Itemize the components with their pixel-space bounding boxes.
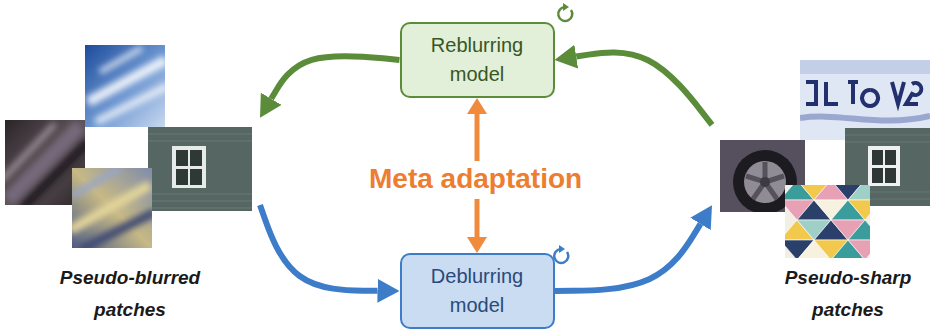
sign-marks — [806, 82, 921, 106]
window-pane — [885, 150, 896, 165]
patch-group: Pseudo-sharp patches — [712, 55, 934, 328]
triangle-pattern — [785, 185, 870, 258]
flow-arrow — [555, 224, 701, 291]
siding — [845, 135, 930, 199]
streak — [80, 212, 152, 248]
spokes — [746, 162, 784, 199]
window-pane — [190, 169, 202, 185]
model-box: Deblurring model — [400, 253, 555, 329]
node-text: Reblurring model — [418, 31, 536, 89]
house-patch — [845, 128, 930, 206]
loop-head — [563, 3, 569, 11]
window-pane — [190, 150, 202, 166]
blurred-patch — [72, 168, 152, 248]
window-frame — [172, 146, 206, 188]
model-box: Reblurring model — [400, 22, 555, 98]
patch-group: Pseudo-blurred patches — [0, 40, 260, 328]
triangle — [848, 240, 870, 258]
node-text: Meta adaptation — [369, 163, 585, 195]
node-text: Deblurring model — [418, 262, 536, 320]
blurred-patch — [85, 45, 165, 127]
streak — [100, 48, 142, 72]
flow-arrow — [260, 205, 378, 291]
flow-arrow — [475, 114, 480, 161]
update-icon — [554, 245, 568, 263]
flow-arrow — [271, 56, 399, 99]
window-pane — [176, 169, 188, 185]
window-pane — [176, 150, 188, 166]
node-text: Pseudo-blurred patches — [50, 262, 210, 325]
triangle — [848, 200, 870, 220]
patch-ground — [845, 128, 930, 206]
streak — [96, 86, 165, 122]
loop-head — [559, 245, 565, 253]
sign-curve — [800, 116, 930, 121]
triangle — [848, 220, 870, 240]
motion-streaks — [88, 48, 165, 122]
patch-ground — [85, 45, 165, 127]
flow-arrow — [475, 199, 480, 237]
siding — [148, 134, 252, 208]
streak — [5, 124, 55, 180]
triangle — [848, 185, 870, 200]
sign-band — [800, 60, 930, 74]
window-pane — [872, 150, 883, 165]
adaptation-label: Meta adaptation — [365, 161, 589, 199]
patch-ground — [148, 127, 252, 211]
hub — [760, 177, 770, 187]
triangle-patch — [785, 185, 870, 258]
motion-streaks — [72, 168, 152, 248]
update-icon — [558, 3, 572, 21]
window-pane — [885, 168, 896, 183]
house-patch — [148, 127, 252, 211]
window-frame — [868, 146, 900, 186]
rim — [744, 161, 786, 203]
window-pane — [872, 168, 883, 183]
streak — [72, 168, 120, 196]
node-text: Pseudo-sharp patches — [768, 262, 928, 325]
flow-arrow — [576, 52, 712, 124]
